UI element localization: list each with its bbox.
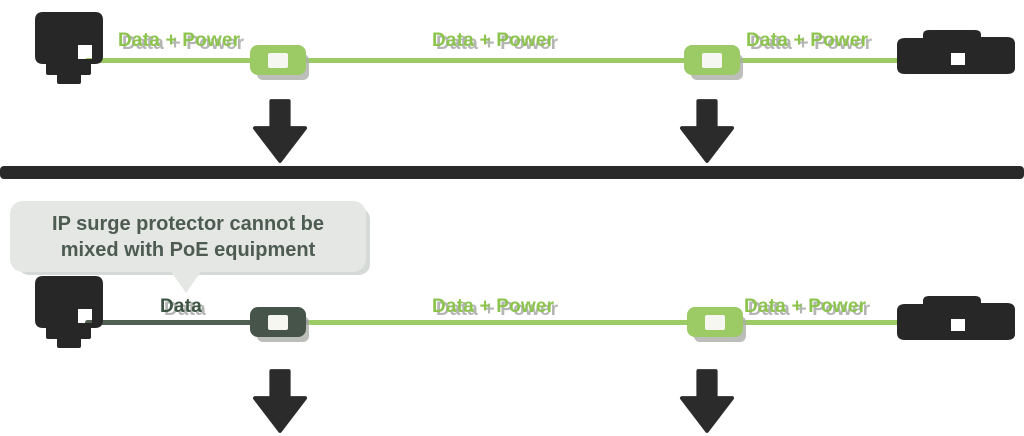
segment-label: Data — [160, 296, 202, 317]
poe-switch-icon — [35, 12, 103, 84]
cable-data-only-line — [85, 320, 310, 325]
down-arrow-icon — [679, 99, 735, 163]
segment-label: Data + Power — [118, 30, 241, 51]
down-arrow-icon — [252, 369, 308, 433]
segment-label: Data + Power — [746, 30, 869, 51]
poe-surge-protector-device — [687, 307, 743, 337]
down-arrow-icon — [252, 99, 308, 163]
down-arrow-icon — [679, 369, 735, 433]
section-divider — [0, 166, 1024, 179]
segment-label: Data + Power — [432, 296, 555, 317]
poe-surge-protector-device — [250, 45, 306, 75]
callout-text: IP surge protector cannot be mixed with … — [52, 212, 324, 261]
segment-label: Data + Power — [744, 296, 867, 317]
ip-camera-icon — [897, 296, 1015, 340]
device-port — [268, 52, 288, 68]
device-port — [268, 314, 288, 330]
cable-data-power-line — [85, 58, 905, 63]
callout-pointer — [170, 270, 202, 293]
poe-surge-protector-device — [684, 45, 740, 75]
device-port — [702, 52, 722, 68]
segment-label: Data + Power — [432, 30, 555, 51]
device-port — [705, 314, 725, 330]
ip-surge-protector-device — [250, 307, 306, 337]
ip-camera-icon — [897, 30, 1015, 74]
cable-data-power-line — [308, 320, 905, 325]
callout-bubble: IP surge protector cannot be mixed with … — [10, 201, 366, 272]
poe-switch-icon — [35, 276, 103, 348]
